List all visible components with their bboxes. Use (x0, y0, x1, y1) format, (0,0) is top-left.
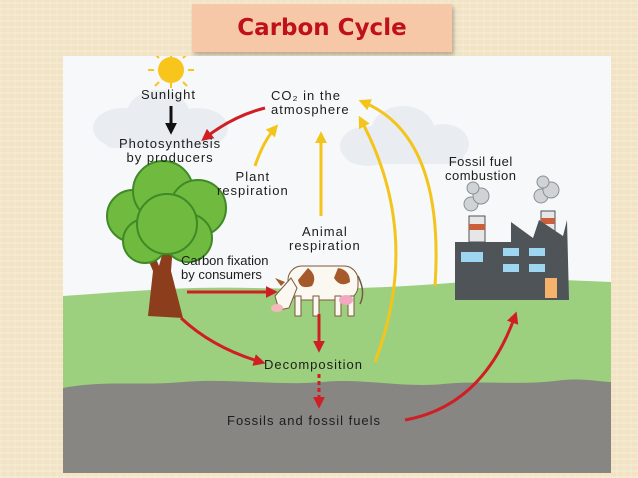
label-decomposition: Decomposition (264, 357, 363, 372)
plant-respiration-arrow (253, 124, 279, 167)
soil-layer (63, 379, 611, 473)
cow-icon (271, 265, 364, 317)
photosynthesis-arrow (201, 106, 266, 141)
fossil-combustion-arrow (404, 311, 519, 422)
label-photosynthesis: Photosynthesis by producers (119, 136, 222, 165)
slide-title: Carbon Cycle (237, 15, 407, 41)
diagram-canvas (63, 56, 611, 473)
factory-icon (455, 175, 569, 300)
label-sunlight: Sunlight (141, 87, 196, 102)
decomposition-respiration-arrow (358, 115, 398, 363)
label-carbon-fixation: Carbon fixation by consumers (181, 253, 269, 282)
label-animal-respiration: Animal respiration (289, 224, 361, 253)
label-co2-atmosphere: CO₂ in the atmosphere (271, 88, 350, 117)
label-fossils: Fossils and fossil fuels (227, 413, 382, 428)
label-plant-respiration: Plant respiration (217, 169, 289, 198)
sun-icon (148, 56, 194, 88)
carbon-cycle-diagram: Sunlight CO₂ in the atmosphere Photosynt… (63, 56, 611, 473)
tree-icon (106, 160, 227, 318)
tree-decomposition-arrow (179, 316, 266, 366)
slide-title-box: Carbon Cycle (192, 4, 452, 52)
label-fossil-fuel-combustion: Fossil fuel combustion (445, 154, 517, 183)
combustion-arrow (358, 99, 438, 287)
